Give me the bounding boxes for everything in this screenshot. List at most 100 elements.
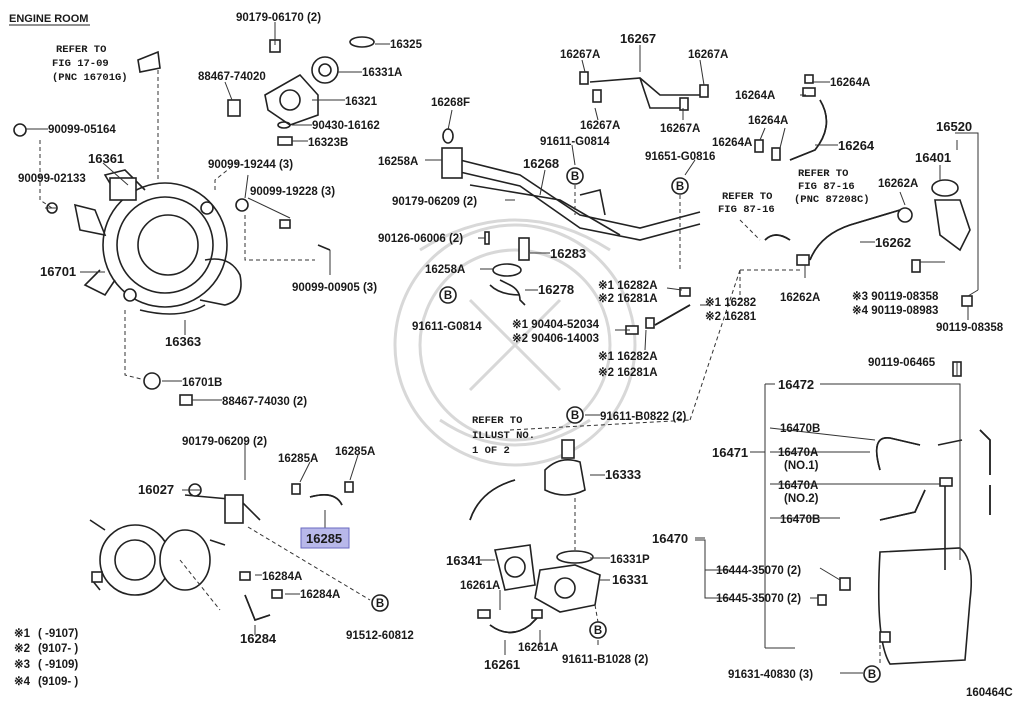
part-label[interactable]: 90099-02133 <box>18 173 86 185</box>
radiator-outlet <box>911 179 973 307</box>
part-label[interactable]: 16264 <box>838 138 875 153</box>
part-label[interactable]: (NO.2) <box>784 493 819 505</box>
part-label[interactable]: ※1 90404-52034 <box>512 318 600 331</box>
part-label[interactable]: 16261A <box>518 642 558 654</box>
part-label[interactable]: 16267A <box>560 49 600 61</box>
part-label[interactable]: 16264A <box>748 115 788 127</box>
part-label[interactable]: 16284A <box>262 571 302 583</box>
part-label[interactable]: 88467-74030 (2) <box>222 396 307 408</box>
part-label[interactable]: 16264A <box>830 77 870 89</box>
part-label[interactable]: 90119-08358 <box>936 322 1004 334</box>
part-label[interactable]: 16363 <box>165 334 201 349</box>
part-label[interactable]: 16333 <box>605 467 641 482</box>
part-label[interactable]: ※2 16281 <box>705 310 757 323</box>
part-label[interactable]: 16258A <box>378 156 418 168</box>
part-label[interactable]: 16321 <box>345 96 378 108</box>
part-label[interactable]: 16331 <box>612 572 648 587</box>
part-label[interactable]: 16258A <box>425 264 465 276</box>
part-label[interactable]: 16278 <box>538 282 574 297</box>
part-label[interactable]: ※2 16281A <box>598 366 658 379</box>
part-label[interactable]: 16341 <box>446 553 482 568</box>
part-label[interactable]: 16267A <box>660 123 700 135</box>
part-label[interactable]: 16470B <box>780 514 820 526</box>
part-label[interactable]: 16261 <box>484 657 520 672</box>
part-label[interactable]: 16261A <box>460 580 500 592</box>
part-label[interactable]: 16262A <box>780 292 820 304</box>
part-label[interactable]: 91651-G0816 <box>645 151 715 163</box>
part-label[interactable]: 16325 <box>390 39 423 51</box>
part-label[interactable]: 91631-40830 (3) <box>728 669 813 681</box>
part-label[interactable]: ※4 90119-08983 <box>852 304 938 317</box>
part-label[interactable]: ※1 16282A <box>598 350 658 363</box>
part-label[interactable]: 16401 <box>915 150 951 165</box>
part-label[interactable]: 16268 <box>523 156 559 171</box>
part-label[interactable]: 91611-G0814 <box>540 136 610 148</box>
part-label[interactable]: 16285A <box>335 446 375 458</box>
svg-text:B: B <box>868 669 876 681</box>
part-label[interactable]: 16283 <box>550 246 586 261</box>
part-label[interactable]: 90099-19228 (3) <box>250 186 335 198</box>
part-label[interactable]: 16470A <box>778 480 818 492</box>
part-labels[interactable]: 90179-06170 (2) 16325 16331A 88467-74020… <box>18 12 1004 681</box>
part-label[interactable]: 16268F <box>431 97 470 109</box>
part-label[interactable]: 91611-B1028 (2) <box>562 654 648 666</box>
part-label[interactable]: 16264A <box>712 137 752 149</box>
part-label[interactable]: 16262 <box>875 235 911 250</box>
part-label[interactable]: 91611-B0822 (2) <box>600 411 686 423</box>
part-label[interactable]: 90179-06209 (2) <box>182 436 267 448</box>
part-label[interactable]: 16470A <box>778 447 818 459</box>
part-label[interactable]: 16267A <box>688 49 728 61</box>
part-label[interactable]: 16470 <box>652 531 688 546</box>
part-label[interactable]: 90126-06006 (2) <box>378 233 463 245</box>
part-label[interactable]: 16444-35070 (2) <box>716 565 801 577</box>
part-label[interactable]: 16701B <box>182 377 222 389</box>
part-label[interactable]: ※2 90406-14003 <box>512 332 599 345</box>
part-label[interactable]: 16331A <box>362 67 402 79</box>
part-label[interactable]: 90099-00905 (3) <box>292 282 377 294</box>
part-label[interactable]: 16361 <box>88 151 124 166</box>
svg-text:(PNC 16701G): (PNC 16701G) <box>52 72 128 84</box>
reservoir-tank <box>817 361 991 665</box>
part-label[interactable]: 88467-74020 <box>198 71 266 83</box>
part-label[interactable]: 16331P <box>610 554 650 566</box>
part-label[interactable]: 91611-G0814 <box>412 321 482 333</box>
part-label[interactable]: ※2 16281A <box>598 292 658 305</box>
part-label[interactable]: 16472 <box>778 377 814 392</box>
part-label[interactable]: 16267A <box>580 120 620 132</box>
part-label[interactable]: ※1 16282A <box>598 279 658 292</box>
part-label[interactable]: 16027 <box>138 482 174 497</box>
part-label[interactable]: 90430-16162 <box>312 120 380 132</box>
part-label[interactable]: (NO.1) <box>784 460 819 472</box>
part-label[interactable]: 90099-05164 <box>48 124 116 136</box>
part-label[interactable]: 16520 <box>936 119 972 134</box>
part-label[interactable]: 16267 <box>620 31 656 46</box>
part-label[interactable]: 16285A <box>278 453 318 465</box>
highlighted-part-16285[interactable]: 16285 <box>300 527 350 549</box>
part-label[interactable]: ※1 16282 <box>705 296 756 309</box>
svg-text:B: B <box>594 625 602 637</box>
svg-text:FIG 87-16: FIG 87-16 <box>718 204 775 216</box>
part-label[interactable]: 16264A <box>735 90 775 102</box>
thermostat-housing <box>227 36 375 146</box>
svg-text:※2: ※2 <box>14 642 30 655</box>
part-label[interactable]: 16701 <box>40 264 76 279</box>
part-label[interactable]: 90119-06465 <box>868 357 936 369</box>
part-label[interactable]: 90099-19244 (3) <box>208 159 293 171</box>
part-label[interactable]: 16445-35070 (2) <box>716 593 801 605</box>
part-label[interactable]: 91512-60812 <box>346 630 414 642</box>
part-label[interactable]: 90179-06209 (2) <box>392 196 477 208</box>
part-label[interactable]: 16284 <box>240 631 277 646</box>
fasteners-left <box>13 123 331 406</box>
part-label-highlighted[interactable]: 16285 <box>306 531 342 546</box>
turbo-assembly <box>89 483 261 596</box>
svg-text:B: B <box>376 598 384 610</box>
part-label[interactable]: 16284A <box>300 589 340 601</box>
part-label[interactable]: 16323B <box>308 137 348 149</box>
part-label[interactable]: 16262A <box>878 178 918 190</box>
hose-16267 <box>579 71 709 111</box>
part-label[interactable]: 16471 <box>712 445 748 460</box>
part-label[interactable]: 90179-06170 (2) <box>236 12 321 24</box>
hose-16261 <box>477 609 543 634</box>
part-label[interactable]: 16470B <box>780 423 820 435</box>
part-label[interactable]: ※3 90119-08358 <box>852 290 939 303</box>
